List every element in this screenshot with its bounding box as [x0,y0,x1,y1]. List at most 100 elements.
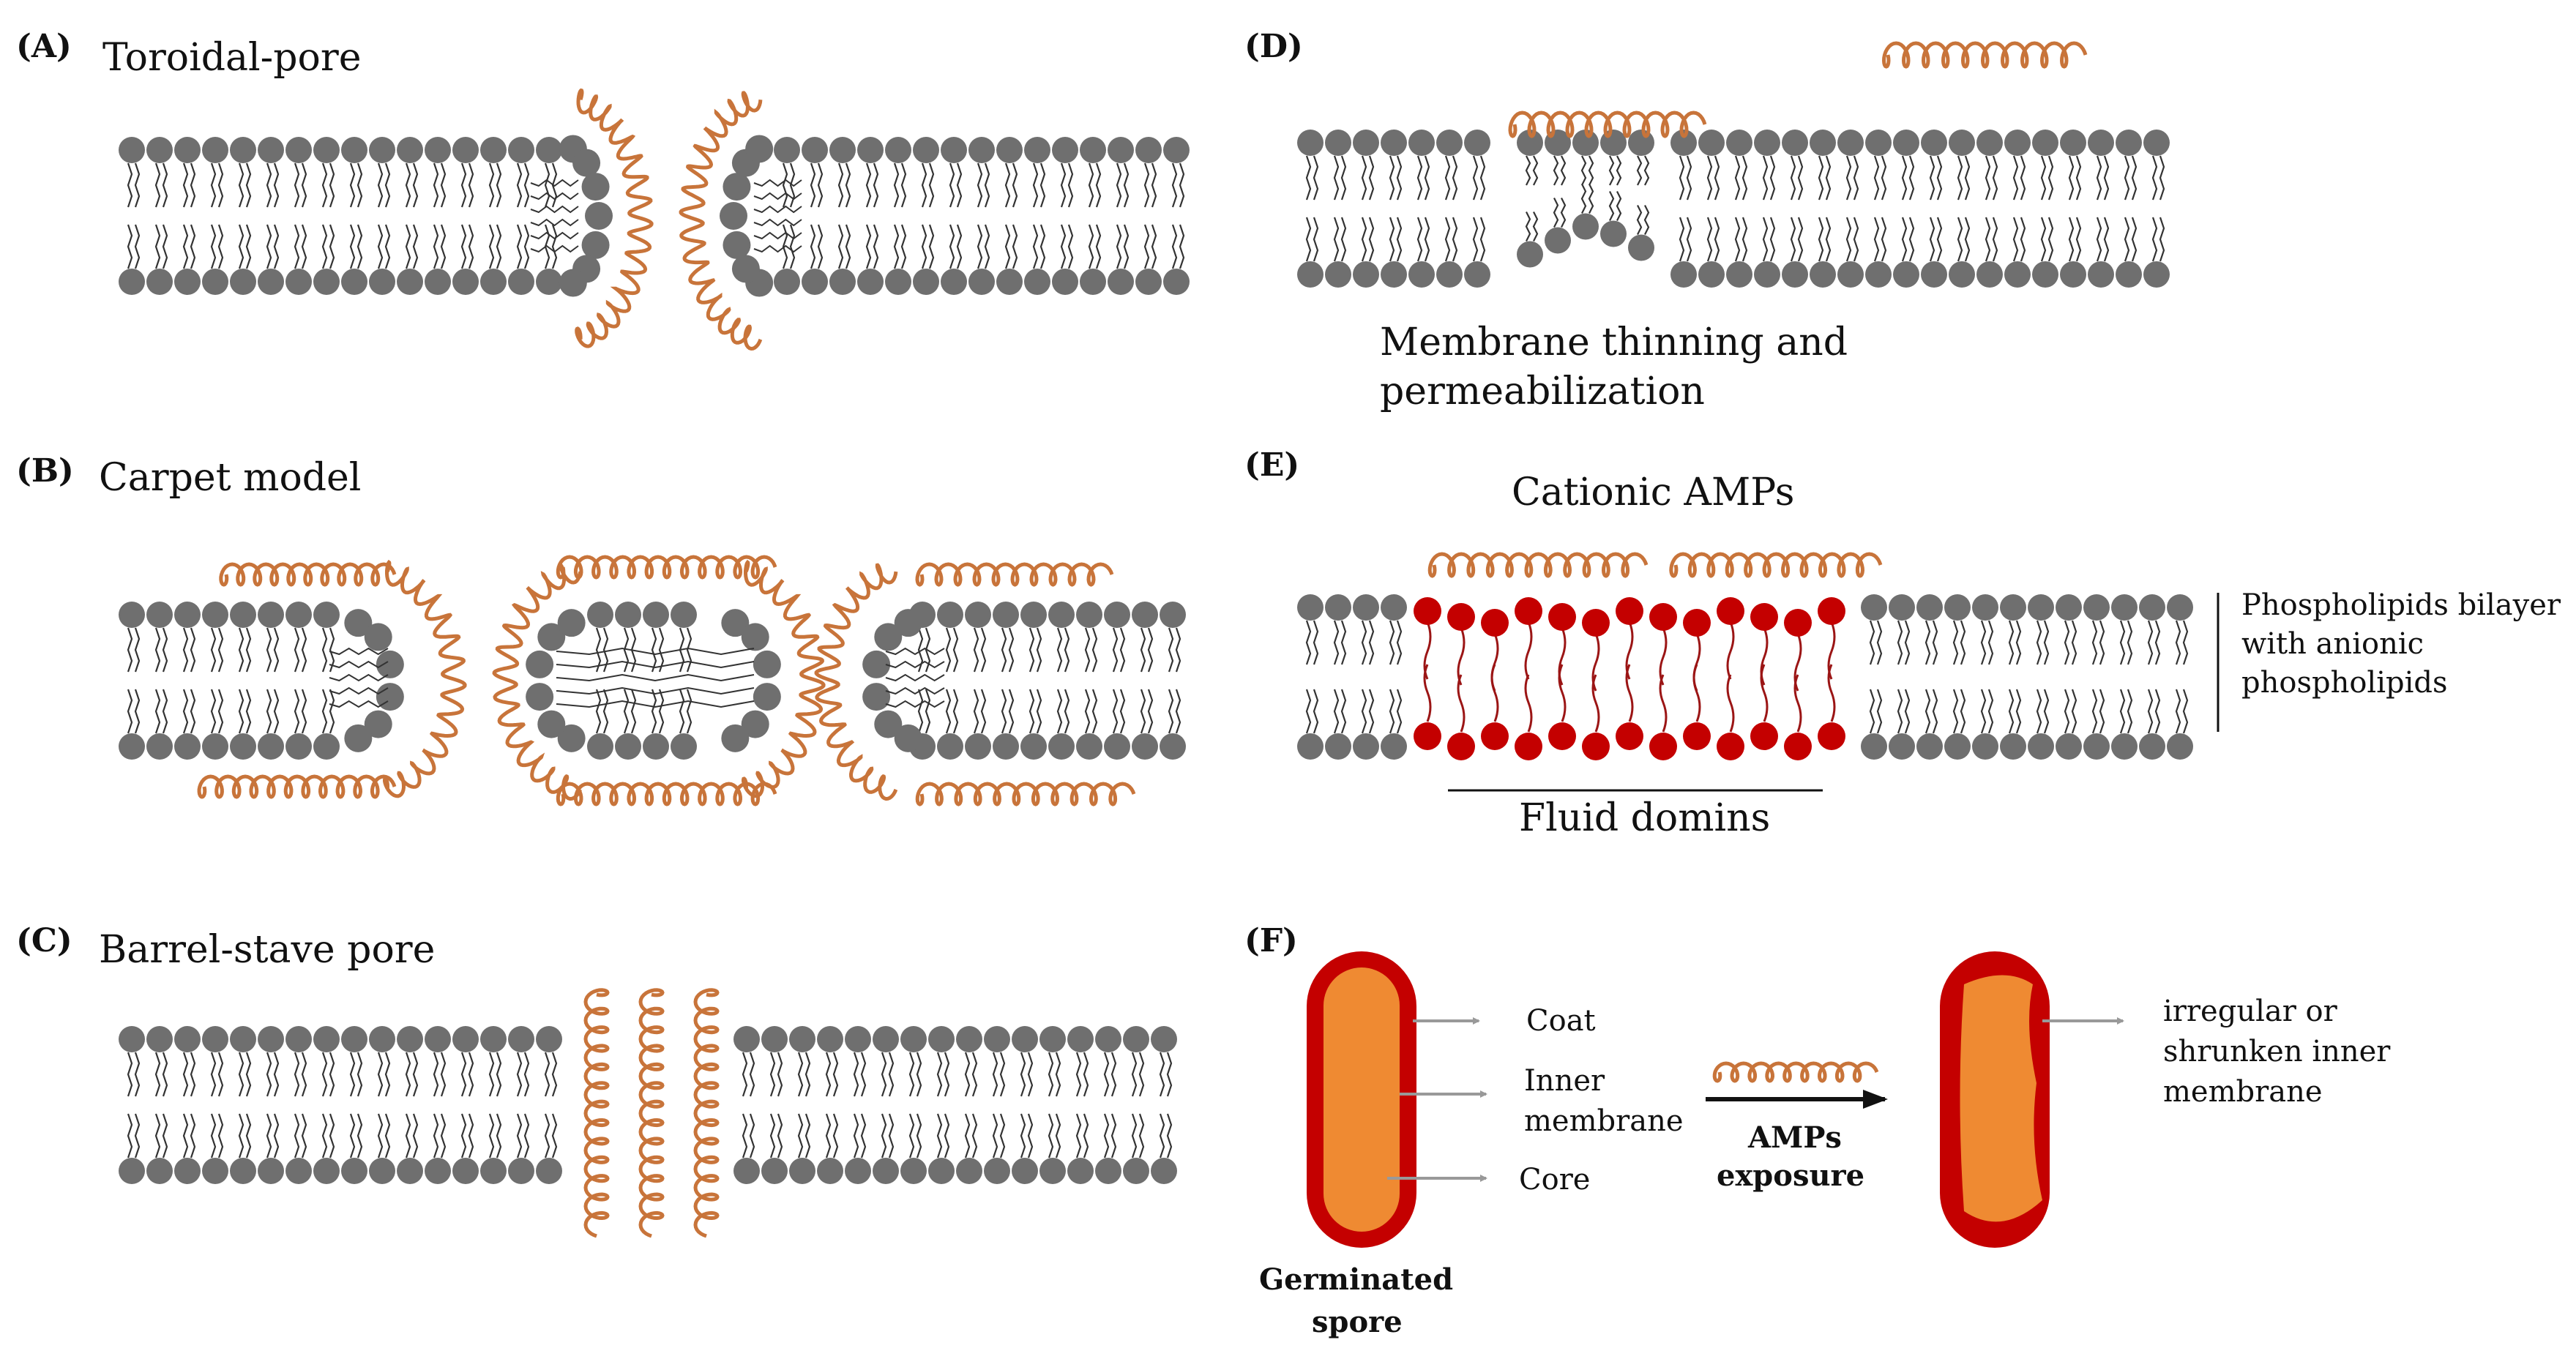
lipid-head [1104,602,1130,628]
lipid-tail [916,1113,922,1158]
lipid-tail [980,627,987,673]
lipid-tail [777,1113,783,1158]
lipid-tail [1147,689,1154,734]
lipid-tail [1734,155,1741,201]
lipid-tail [273,1113,280,1158]
lipid-head [1837,261,1864,288]
lipid-tail [238,162,244,208]
lipid-tail [496,1052,502,1097]
lipid-head [572,149,601,177]
lipid-head [526,650,554,678]
lipid-head [1048,602,1075,628]
lipid-tail [658,627,665,673]
lipid-tail [971,1113,978,1158]
lipid-tail [2064,689,2070,734]
lipid-head [258,733,284,760]
result-label-3: membrane [2163,1075,2323,1109]
lipid-tail [433,162,439,208]
lipid-tail [1706,155,1713,201]
lipid-tail [321,689,328,734]
lipid-tail [1588,184,1594,214]
lipid-head [1151,1026,1177,1052]
lipid-head [397,1158,423,1184]
lipid-tail [1036,689,1042,734]
lipid-head [733,1158,760,1184]
lipid-head [937,602,963,628]
lipid-tail [2012,155,2019,201]
lipid-tail [1171,162,1178,208]
lipid-tail [753,231,802,240]
lipid-tail [885,660,945,669]
lipid-head [733,1026,760,1052]
lipid-tail [440,162,447,208]
lipid-tail [1987,689,1994,734]
lipid-head [119,733,145,760]
lipid-tail [885,700,945,708]
lipid-tail [210,1052,217,1097]
lipid-head [1464,261,1490,288]
lipid-tail [217,1052,224,1097]
panel-d-caption-line1: Membrane thinning and [1380,321,1848,364]
lipid-head [1381,594,1407,621]
lipid-head [369,269,395,295]
side-label-line3: phospholipids [2241,666,2448,700]
lipid-tail [2099,620,2105,665]
lipid-tail [1659,674,1668,733]
lipid-head [397,1026,423,1052]
lipid-tail [134,224,141,269]
lipid-head [1683,722,1711,750]
lipid-tail [238,1113,244,1158]
lipid-tail [2182,620,2189,665]
lipid-tail [210,224,217,269]
lipid-head [1726,261,1752,288]
lipid-head [1818,597,1845,625]
lipid-tail [556,647,755,656]
lipid-tail [162,224,168,269]
lipid-tail [1679,155,1685,201]
lipid-head [1754,261,1780,288]
amp-helix-coil [492,563,583,801]
lipid-tail [1083,1113,1089,1158]
lipid-tail [294,162,300,208]
lipid-head [174,1158,201,1184]
lipid-tail [1389,217,1395,262]
lipid-tail [1004,224,1011,269]
lipid-tail [496,224,502,269]
lipid-head [258,1026,284,1052]
lipid-head [1436,130,1463,156]
lipid-head [873,1158,899,1184]
lipid-tail [1056,689,1063,734]
lipid-tail [1084,689,1091,734]
lipid-tail [182,162,189,208]
lipid-head [536,1026,562,1052]
lipid-head [425,1158,451,1184]
lipid-head [1976,261,2003,288]
lipid-head [146,1026,173,1052]
lipid-head [1784,733,1812,760]
lipid-tail [1143,224,1150,269]
lipid-tail [2124,217,2130,262]
lipid-tail [266,627,272,673]
lipid-tail [294,224,300,269]
lipid-tail [885,686,945,695]
lipid-head [1515,597,1542,625]
lipid-tail [2071,689,2077,734]
lipid-tail [488,224,495,269]
lipid-head [1408,130,1435,156]
lipid-head [202,1158,228,1184]
lipid-head [2116,261,2142,288]
lipid-tail [1423,664,1432,722]
lipid-tail [916,1052,922,1097]
lipid-tail [749,1113,755,1158]
lipid-tail [460,1052,467,1097]
lipid-tail [2047,217,2054,262]
amp-helix-coil [693,988,720,1238]
lipid-head [873,1026,899,1052]
lipid-head [1582,609,1610,637]
panel-b-title: Carpet model [99,456,361,500]
lipid-tail [1032,224,1039,269]
lipid-head [258,269,284,295]
lipid-head [581,173,610,201]
lipid-tail [860,1052,867,1097]
lipid-head [874,623,903,651]
